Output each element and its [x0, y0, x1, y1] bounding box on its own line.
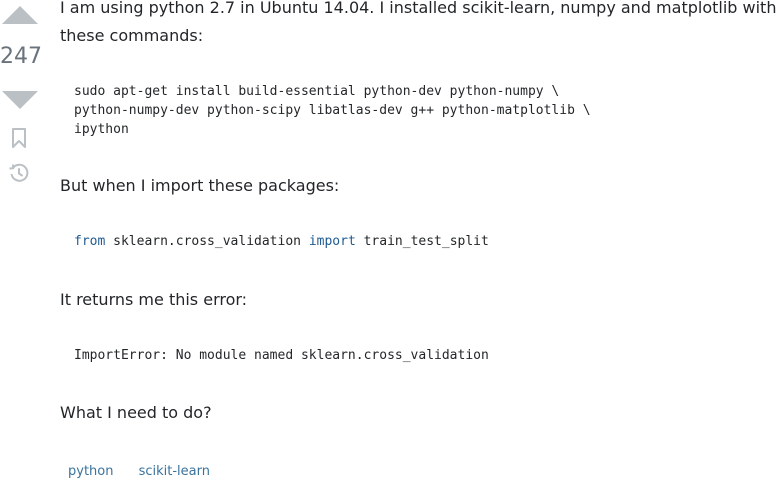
code-line: sudo apt-get install build-essential pyt…	[74, 84, 560, 99]
paragraph-intro-line1: I am using python 2.7 in Ubuntu 14.04. I…	[60, 0, 776, 17]
upvote-icon[interactable]	[2, 6, 38, 24]
code-block-error: ImportError: No module named sklearn.cro…	[74, 348, 489, 363]
bookmark-icon[interactable]	[10, 127, 28, 149]
vote-count: 247	[0, 44, 42, 69]
code-block-install: sudo apt-get install build-essential pyt…	[74, 82, 591, 139]
paragraph-error: It returns me this error:	[60, 290, 248, 309]
paragraph-question: What I need to do?	[60, 403, 212, 422]
downvote-icon[interactable]	[2, 91, 38, 109]
code-line: ipython	[74, 122, 129, 137]
code-keyword-from: from	[74, 234, 106, 249]
paragraph-intro-line2: these commands:	[60, 26, 204, 45]
tag-python[interactable]: python	[68, 464, 114, 479]
tag-list: python scikit-learn	[60, 460, 222, 483]
code-name: train_test_split	[355, 234, 489, 249]
paragraph-import: But when I import these packages:	[60, 176, 340, 195]
tag-scikit-learn[interactable]: scikit-learn	[138, 464, 210, 479]
history-icon[interactable]	[8, 162, 30, 184]
code-line: python-numpy-dev python-scipy libatlas-d…	[74, 103, 591, 118]
code-block-import: from sklearn.cross_validation import tra…	[74, 232, 489, 251]
code-module: sklearn.cross_validation	[105, 234, 309, 249]
code-keyword-import: import	[308, 234, 356, 249]
vote-column: 247	[0, 0, 42, 482]
